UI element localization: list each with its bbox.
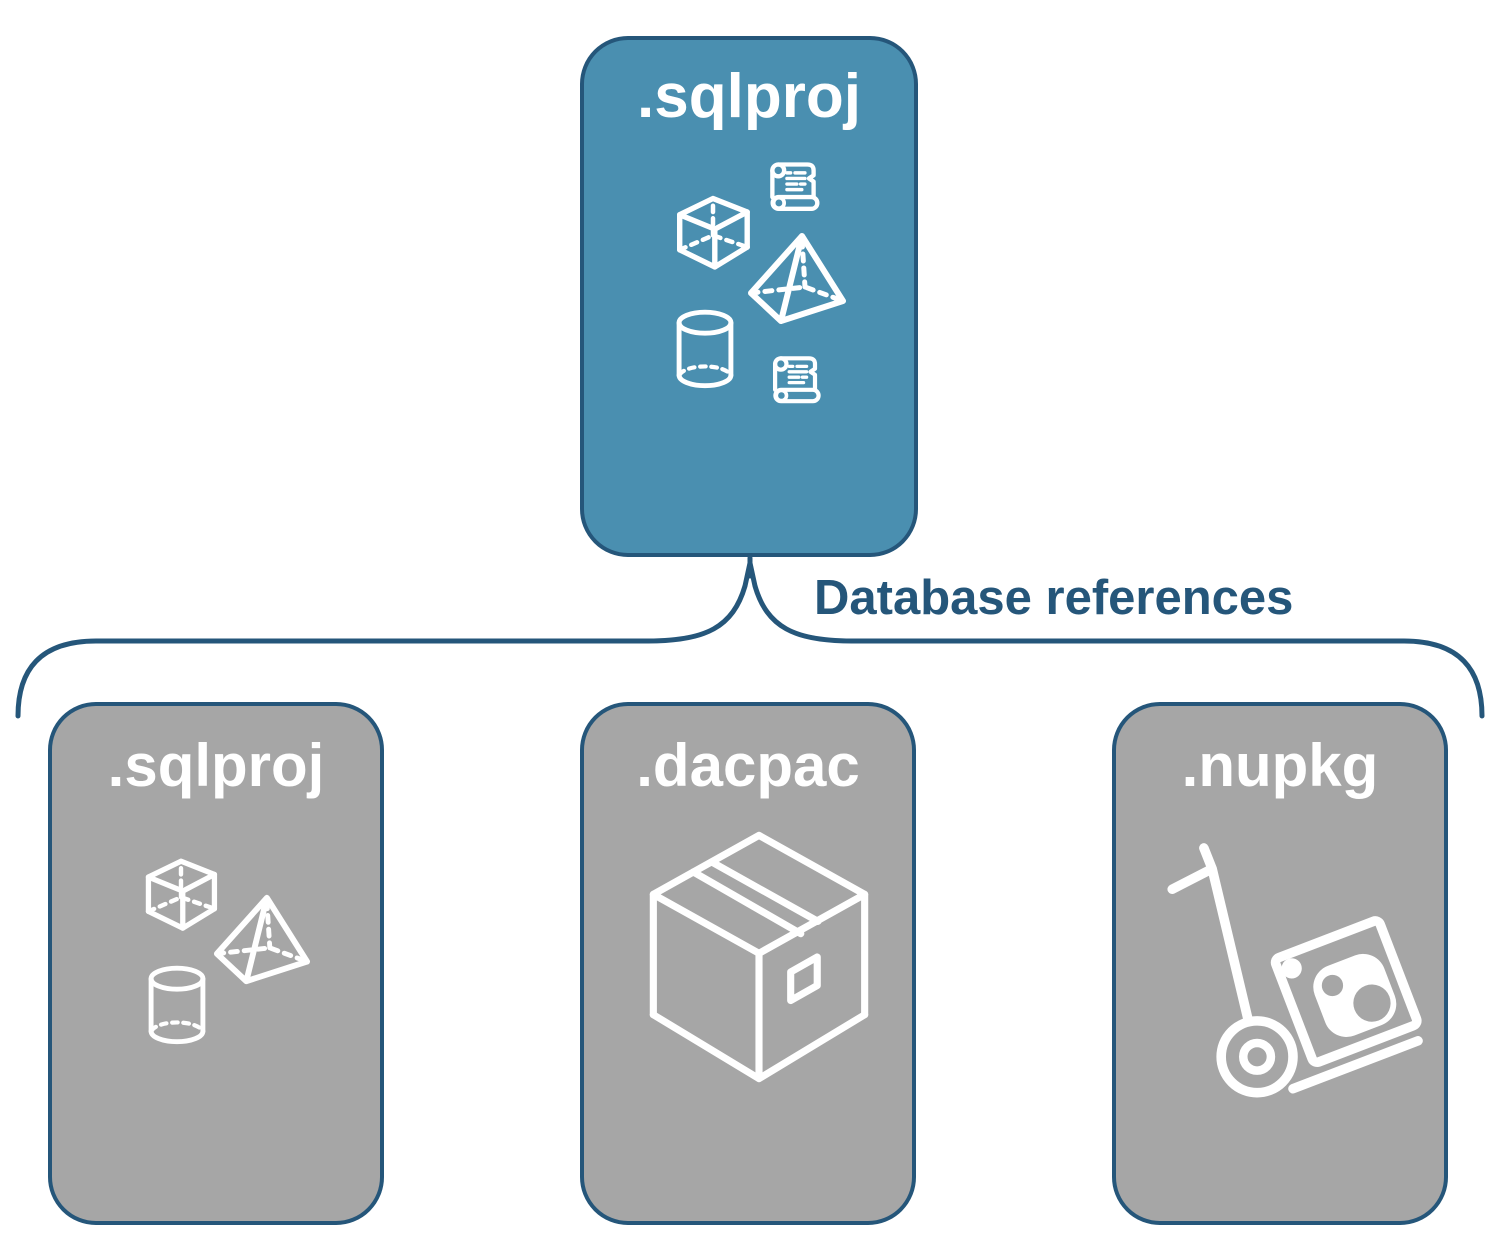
root-card-sqlproj: .sqlproj (580, 36, 918, 557)
root-card-title: .sqlproj (637, 62, 861, 131)
connector-label: Database references (814, 571, 1294, 625)
cylinder-icon (142, 964, 212, 1048)
script-scroll-icon (767, 352, 827, 412)
child-card-title: .sqlproj (107, 732, 325, 799)
child-card-title: .dacpac (636, 732, 860, 799)
pyramid-icon (742, 230, 850, 330)
package-box-icon (636, 828, 882, 1086)
child-card-dacpac: .dacpac (580, 702, 916, 1225)
hand-truck-package-icon (1160, 840, 1426, 1106)
child-card-title: .nupkg (1181, 732, 1379, 799)
child-card-nupkg: .nupkg (1112, 702, 1448, 1225)
cylinder-icon (670, 308, 740, 392)
script-scroll-icon (764, 158, 826, 220)
child-card-sqlproj: .sqlproj (48, 702, 384, 1225)
pyramid-icon (208, 892, 314, 990)
